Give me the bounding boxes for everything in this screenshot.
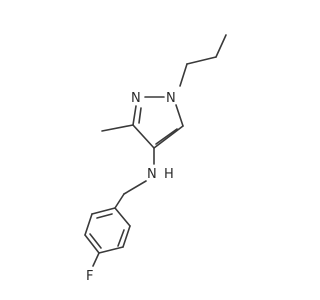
bond-c3-n2 <box>132 105 137 126</box>
bond-benz-4 <box>84 234 100 254</box>
bond-ch2-ring <box>114 193 125 209</box>
bond-c-f <box>92 252 100 267</box>
atom-label-f: F <box>86 269 93 284</box>
bond-benz-6 <box>91 207 116 215</box>
bond-chain-3 <box>215 34 227 58</box>
bond-benz-6-inner <box>96 213 113 219</box>
bond-c4-c3 <box>132 124 155 149</box>
atom-label-nh-n: N <box>147 167 157 182</box>
structure-diagram: N N N H F <box>84 34 227 284</box>
bond-nh-ch2 <box>123 180 147 195</box>
bond-chain-2 <box>186 56 217 65</box>
bond-benz-4-inner <box>89 233 102 249</box>
bond-group <box>84 34 227 267</box>
bond-chain-1 <box>179 63 188 87</box>
bond-benz-5 <box>84 213 93 236</box>
atom-label-group: N N N H F <box>86 91 176 284</box>
bond-benz-3 <box>98 246 124 254</box>
atom-label-n2: N <box>131 91 141 106</box>
bond-benz-2 <box>122 225 131 248</box>
bond-c5-c4 <box>153 125 184 149</box>
bond-benz-2-inner <box>117 229 125 247</box>
bond-c5-c4-inner <box>155 128 178 145</box>
atom-label-nh-h: H <box>164 167 174 182</box>
bond-methyl <box>101 124 134 132</box>
bond-benz-1 <box>114 207 131 227</box>
atom-label-n1: N <box>166 91 176 106</box>
bond-n1-c5 <box>175 104 184 127</box>
bond-c3-n2-inner <box>138 107 142 124</box>
